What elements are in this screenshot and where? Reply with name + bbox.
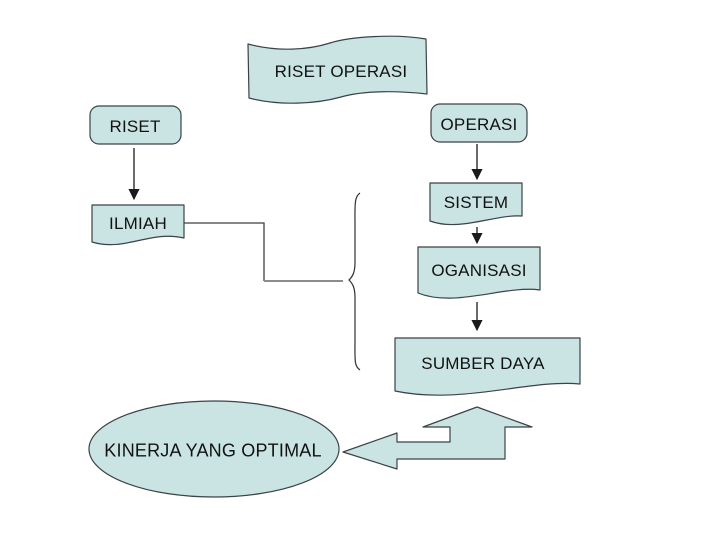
node-kinerja: KINERJA YANG OPTIMAL [88,400,340,498]
node-riset: RISET [89,105,182,145]
riset-label: RISET [109,117,160,136]
node-ilmiah: ILMIAH [91,204,185,246]
banner-label: RISET OPERASI [275,62,408,81]
wave-banner-shape [247,35,428,104]
oganisasi-shape [417,246,541,299]
elbow-connector-ilmiah [184,222,265,281]
left-up-block-arrow [342,406,533,470]
sumber-daya-shape [394,337,581,396]
sistem-label: SISTEM [444,193,509,212]
oganisasi-label: OGANISASI [431,261,526,280]
node-operasi: OPERASI [430,103,528,143]
sumber-daya-label: SUMBER DAYA [421,354,545,373]
banner-riset-operasi: RISET OPERASI [247,35,428,104]
ilmiah-label: ILMIAH [109,214,167,233]
sistem-shape [429,182,523,226]
kinerja-shape [88,400,340,498]
ilmiah-shape [91,204,185,246]
riset-shape [89,105,182,145]
left-curly-brace [348,192,361,371]
node-oganisasi: OGANISASI [417,246,541,299]
node-sumber-daya: SUMBER DAYA [394,337,581,396]
kinerja-label: KINERJA YANG OPTIMAL [104,440,321,460]
operasi-shape [430,103,528,143]
node-sistem: SISTEM [429,182,523,226]
operasi-label: OPERASI [441,115,518,134]
